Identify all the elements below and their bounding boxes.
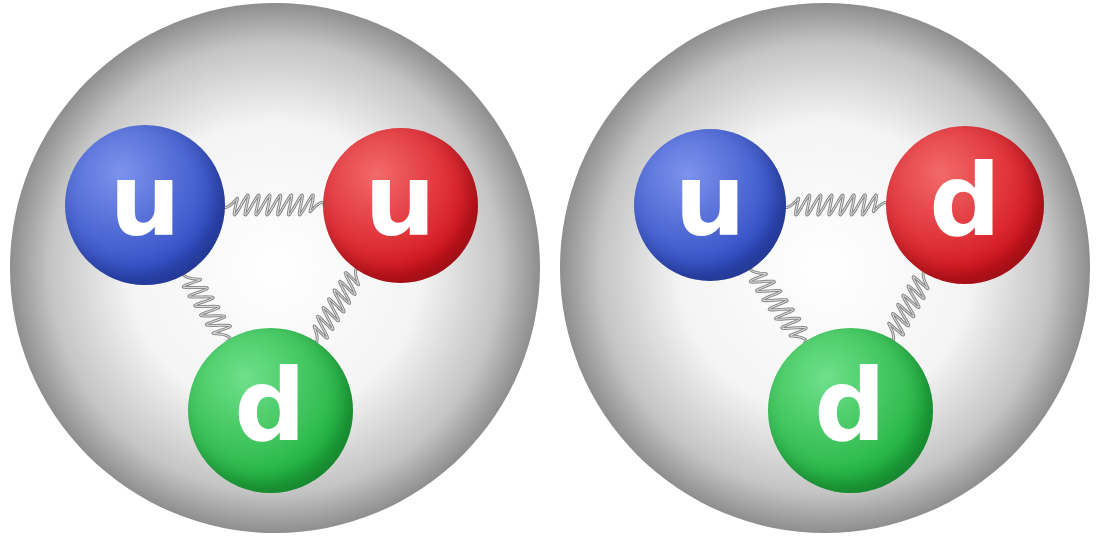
quark-sphere: d [188,328,353,493]
quark-label: d [929,151,1001,251]
quark-sphere: d [886,126,1044,284]
hadron-circle: u u d [10,3,540,533]
gluon-spring [223,195,324,215]
gluon-spring [750,267,806,342]
spring-highlight [314,268,359,343]
quark-label: u [364,151,435,251]
spring-highlight [183,273,230,341]
gluon-spring [314,268,359,343]
quark-label: d [234,356,306,456]
proton-sphere [10,3,540,533]
gluon-spring [784,195,887,215]
spring-highlight [750,267,806,342]
spring-highlight [889,271,928,340]
quark-label: u [674,151,745,251]
quark-label: d [814,356,886,456]
hadron-circle: u d d [560,3,1090,533]
quark-label: u [109,151,180,251]
gluon-spring [183,273,230,341]
quark-sphere: u [323,128,478,283]
spring-highlight [784,195,887,215]
neutron-sphere [560,3,1090,533]
quark-sphere: u [634,129,786,281]
quark-sphere: d [768,328,933,493]
gluon-spring [889,271,928,340]
quark-sphere: u [65,125,225,285]
spring-highlight [223,195,324,215]
